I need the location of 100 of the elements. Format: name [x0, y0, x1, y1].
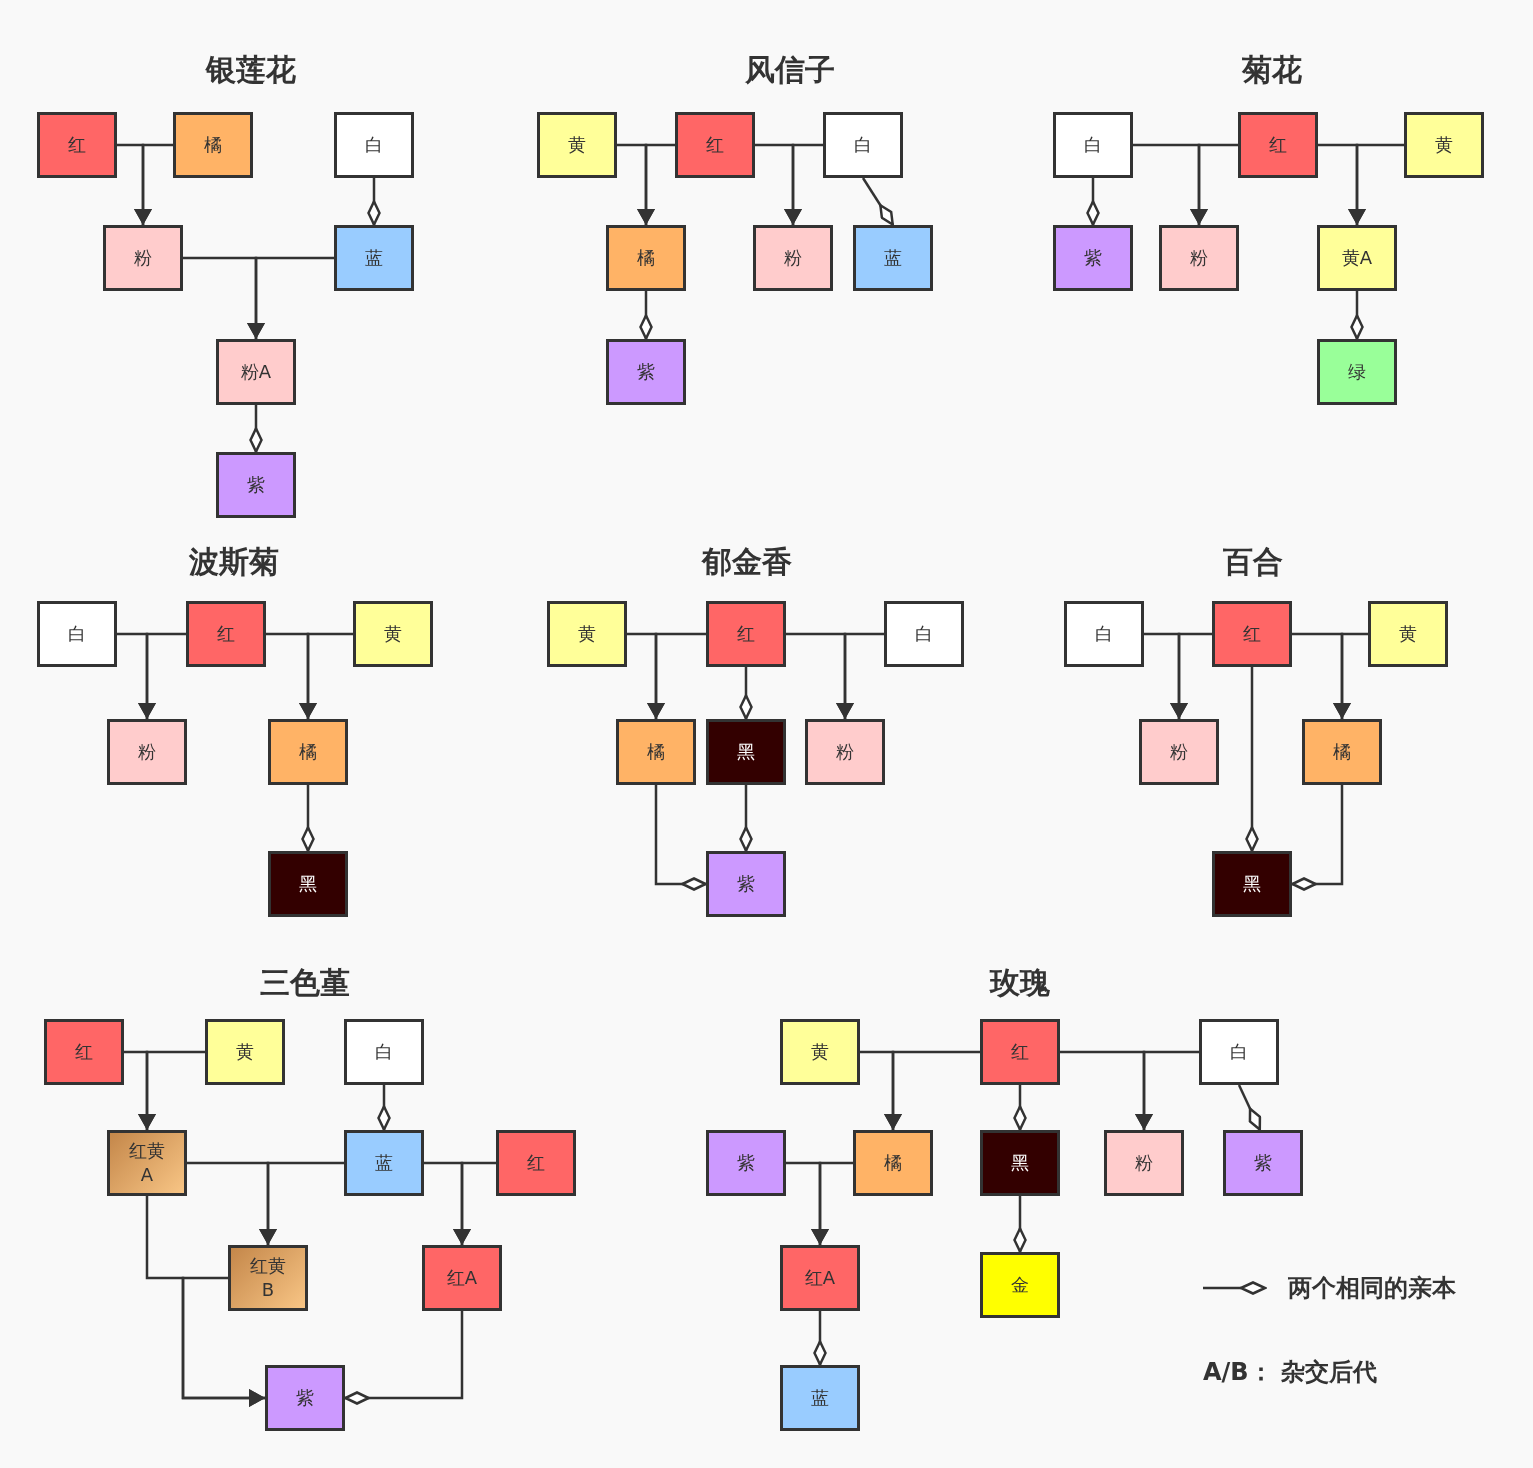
node-box: 粉 [1139, 719, 1219, 785]
arrow [299, 632, 353, 719]
node-box: 蓝 [853, 225, 933, 291]
node-box: 红黄B [228, 1245, 308, 1311]
arrow [138, 632, 186, 719]
node-box: 黄 [205, 1019, 285, 1085]
diamond-connector [367, 178, 381, 226]
diamond-connector [1013, 1085, 1027, 1131]
section-title: 玫瑰 [990, 965, 1050, 1001]
node-box: 粉A [216, 339, 296, 405]
node-box: 紫 [706, 1130, 786, 1196]
node-box: 黄A [1317, 225, 1397, 291]
diamond-connector [1237, 1084, 1262, 1131]
node-box: 白 [334, 112, 414, 178]
arrow [836, 632, 884, 719]
node-box: 黑 [706, 719, 786, 785]
arrow [784, 143, 823, 225]
arrow [1348, 143, 1404, 225]
node-box: 橘 [1302, 719, 1382, 785]
node-box: 红 [1238, 112, 1318, 178]
legend-text: 两个相同的亲本 [1288, 1273, 1456, 1303]
diamond-connector [249, 405, 263, 453]
note-text: A/B： 杂交后代 [1203, 1357, 1377, 1387]
section-title: 三色堇 [260, 965, 350, 1001]
node-box: 白 [344, 1019, 424, 1085]
arrow [1135, 1050, 1199, 1130]
diamond-connector [813, 1311, 827, 1366]
section-title: 银莲花 [206, 52, 296, 88]
arrow [1190, 143, 1238, 225]
node-box: 红 [37, 112, 117, 178]
node-box: 黄 [547, 601, 627, 667]
section-title: 风信子 [745, 52, 835, 88]
node-box: 金 [980, 1252, 1060, 1318]
diamond-connector [301, 785, 315, 852]
node-box: 蓝 [334, 225, 414, 291]
node-box: 黄 [1404, 112, 1484, 178]
diamond-connector [377, 1085, 391, 1131]
node-box: 粉 [107, 719, 187, 785]
arrow [453, 1161, 496, 1245]
arrow [1170, 632, 1212, 719]
node-box: 粉 [103, 225, 183, 291]
node-box: 红A [780, 1245, 860, 1311]
node-box: 粉 [805, 719, 885, 785]
arrow [1333, 632, 1368, 719]
node-box: 白 [1053, 112, 1133, 178]
node-box: 紫 [606, 339, 686, 405]
node-box: 白 [1064, 601, 1144, 667]
section-title: 菊花 [1242, 52, 1302, 88]
node-box: 红 [675, 112, 755, 178]
section-title: 百合 [1223, 544, 1283, 580]
node-box: 白 [884, 601, 964, 667]
diamond-connector [1350, 291, 1364, 340]
node-box: 紫 [265, 1365, 345, 1431]
node-box: 黄 [537, 112, 617, 178]
diamond-connector [739, 785, 753, 852]
arrow [259, 1161, 344, 1245]
node-box: 白 [1199, 1019, 1279, 1085]
node-box: 红黄A [107, 1130, 187, 1196]
node-box: 红A [422, 1245, 502, 1311]
node-box: 红 [44, 1019, 124, 1085]
diamond-connector [639, 291, 653, 340]
arrow [134, 143, 173, 225]
node-box: 紫 [1053, 225, 1133, 291]
node-box: 红 [1212, 601, 1292, 667]
node-box: 红 [706, 601, 786, 667]
arrow [637, 143, 675, 225]
arrow [811, 1161, 853, 1245]
diamond-connector [1013, 1196, 1027, 1253]
diamond-connector [344, 1311, 464, 1405]
arrow [138, 1050, 205, 1130]
node-box: 红 [496, 1130, 576, 1196]
diamond-connector [1291, 785, 1344, 891]
arrow [247, 256, 334, 339]
node-box: 黑 [268, 851, 348, 917]
node-box: 橘 [853, 1130, 933, 1196]
node-box: 白 [37, 601, 117, 667]
node-box: 黄 [780, 1019, 860, 1085]
node-box: 粉 [753, 225, 833, 291]
node-box: 红 [186, 601, 266, 667]
node-box: 橘 [173, 112, 253, 178]
node-box: 粉 [1159, 225, 1239, 291]
arrow [647, 632, 706, 719]
diamond-connector [861, 177, 895, 226]
node-box: 黑 [980, 1130, 1060, 1196]
arrow [884, 1050, 980, 1130]
node-box: 蓝 [780, 1365, 860, 1431]
node-box: 绿 [1317, 339, 1397, 405]
arrow [181, 1276, 265, 1407]
node-box: 黑 [1212, 851, 1292, 917]
section-title: 波斯菊 [189, 544, 279, 580]
diamond-connector [1086, 178, 1100, 226]
node-box: 紫 [1223, 1130, 1303, 1196]
node-box: 黄 [353, 601, 433, 667]
node-box: 红 [980, 1019, 1060, 1085]
node-box: 橘 [606, 225, 686, 291]
node-box: 紫 [706, 851, 786, 917]
section-title: 郁金香 [702, 544, 792, 580]
diamond-connector [654, 785, 707, 891]
node-box: 蓝 [344, 1130, 424, 1196]
node-box: 橘 [268, 719, 348, 785]
